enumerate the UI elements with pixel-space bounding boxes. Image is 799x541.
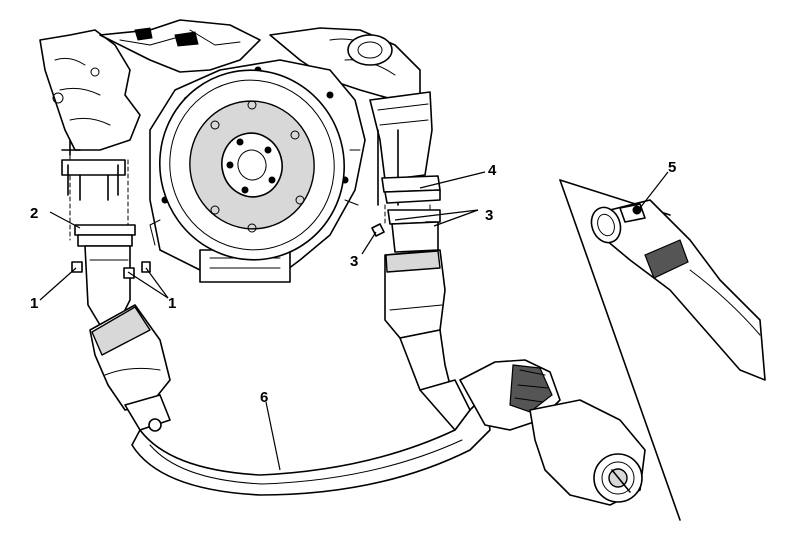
right-manifold-pipe [369,91,441,253]
rear-pipe [459,359,646,506]
callout-5: 5 [668,159,676,176]
right-catalytic-converter [384,249,471,431]
flywheel [158,69,346,261]
gasket [74,224,136,236]
callout-1-right: 1 [168,295,176,312]
callout-1-left: 1 [30,295,38,312]
callout-2: 2 [30,205,38,222]
y-pipe [131,394,491,496]
detail-view [559,179,766,521]
callout-3-right: 3 [485,207,493,224]
callout-4: 4 [488,162,497,179]
left-catalytic-converter [89,304,171,432]
left-manifold-pipe [61,154,151,326]
callout-6: 6 [260,389,268,406]
leader-lines [39,171,669,471]
callout-3-left: 3 [350,253,358,270]
